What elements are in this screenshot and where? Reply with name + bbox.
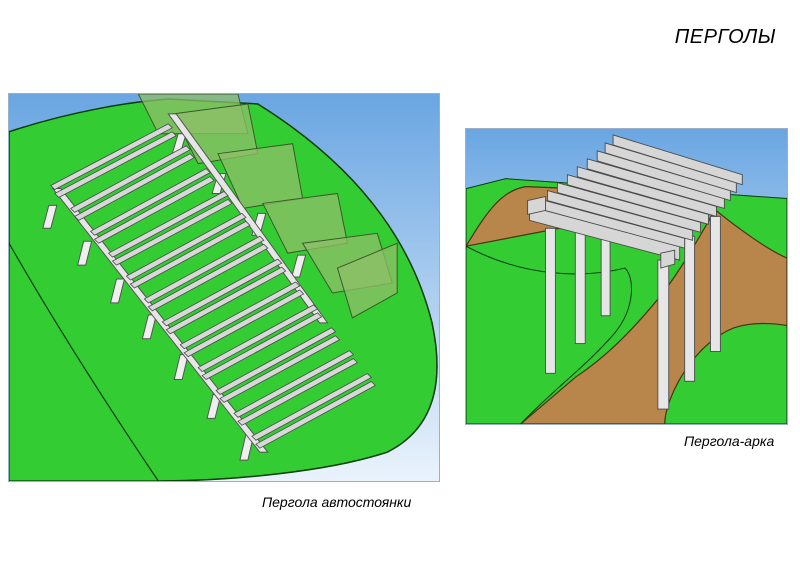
parking-pergola-illustration — [8, 93, 440, 482]
parking-pergola-drawing — [9, 94, 439, 481]
arch-pergola-drawing — [466, 129, 787, 424]
arch-pergola-illustration — [465, 128, 788, 425]
main-beams — [51, 113, 329, 453]
page-title: ПЕРГОЛЫ — [674, 26, 776, 48]
arch-beams — [527, 134, 743, 269]
glass-wall — [137, 94, 398, 319]
rafters — [50, 123, 376, 449]
arch-pergola-caption: Пергола-арка — [684, 433, 775, 449]
parking-pergola-caption: Пергола автостоянки — [262, 494, 412, 510]
